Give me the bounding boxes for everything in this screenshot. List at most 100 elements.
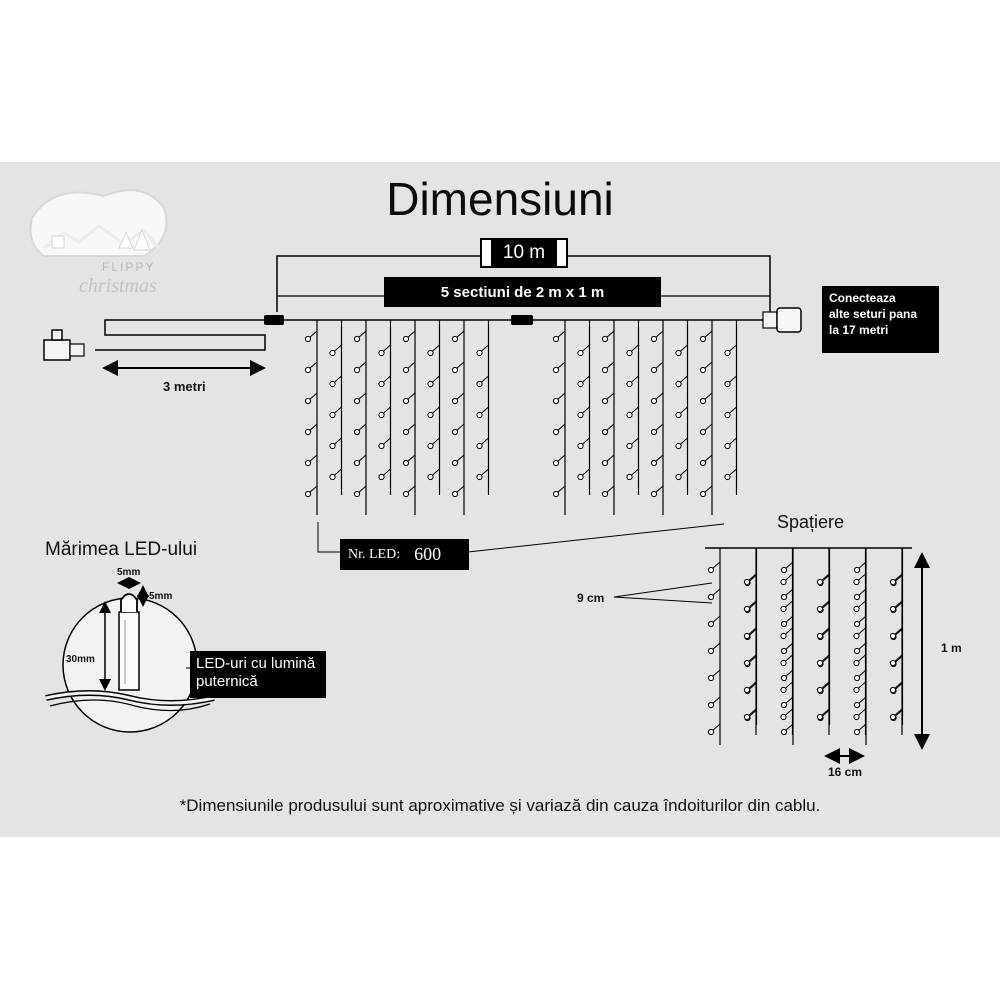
curtain-strand	[650, 320, 664, 515]
led-bulb	[451, 490, 459, 498]
led-bulb	[816, 578, 824, 586]
led-bulb	[699, 459, 707, 467]
led-bulb	[780, 674, 788, 682]
led-bulb	[707, 647, 715, 655]
led-height-label: 30mm	[66, 654, 95, 665]
curtain-strand	[476, 320, 490, 495]
led-bulb	[780, 728, 788, 736]
led-bulb	[451, 397, 459, 405]
vertical-spacing-pointer	[613, 582, 713, 604]
led-bulb	[707, 674, 715, 682]
led-bulb	[304, 366, 312, 374]
led-bulb	[451, 459, 459, 467]
led-bulb	[552, 428, 560, 436]
height-label: 1 m	[941, 641, 962, 655]
led-bulb	[743, 632, 751, 640]
led-bulb	[577, 411, 584, 419]
led-callout-line-1: LED-uri cu lumină	[196, 655, 316, 672]
led-bulb	[626, 411, 633, 419]
end-connector-icon	[762, 307, 802, 333]
led-bulb	[853, 632, 860, 640]
spacing-strand-offset	[853, 548, 867, 735]
led-bulb	[402, 335, 410, 343]
logo-scene-icon	[29, 189, 168, 257]
led-bulb	[816, 659, 824, 667]
curtain-strand	[552, 320, 566, 515]
led-bulb	[816, 686, 824, 694]
curtain-strand	[329, 320, 343, 495]
led-bulb	[476, 380, 483, 388]
led-bulb	[889, 605, 897, 613]
curtain-strand	[304, 320, 318, 515]
led-bulb	[304, 428, 312, 436]
led-count-label: Nr. LED:	[348, 546, 401, 562]
led-bulb	[378, 380, 385, 388]
led-bulb	[329, 442, 336, 450]
led-bulb	[707, 566, 715, 574]
led-bulb	[853, 593, 861, 601]
led-bulb	[699, 490, 707, 498]
led-bulb	[378, 442, 385, 450]
connector-left	[264, 315, 284, 325]
led-bulb	[853, 605, 860, 613]
led-bulb	[626, 442, 633, 450]
led-count-pointer	[317, 522, 725, 553]
curtain-strand	[577, 320, 591, 495]
led-bulb	[427, 411, 434, 419]
led-bulb	[476, 411, 483, 419]
page-title: Dimensiuni	[386, 173, 614, 225]
led-bulb	[601, 459, 609, 467]
spacing-strand-offset	[780, 548, 794, 735]
curtain-strand	[451, 320, 465, 515]
sections-label: 5 sectiuni de 2 m x 1 m	[384, 277, 661, 307]
led-bulb	[601, 397, 609, 405]
spacing-strand-offset	[816, 548, 830, 735]
led-bulb	[724, 380, 731, 388]
led-bulb	[853, 713, 860, 721]
led-bulb	[650, 459, 658, 467]
led-bulb	[402, 428, 410, 436]
led-bulb	[476, 349, 483, 357]
led-bulb	[699, 366, 707, 374]
power-plug-icon	[43, 329, 85, 361]
led-bulb	[675, 349, 682, 357]
led-bulb	[889, 632, 897, 640]
led-bulb	[451, 335, 459, 343]
led-bulb	[743, 713, 751, 721]
led-bulb	[402, 366, 410, 374]
led-bulb	[601, 366, 609, 374]
led-bulb	[780, 686, 787, 694]
logo-brand: FLIPPY	[102, 260, 156, 274]
led-bulb	[427, 442, 434, 450]
lead-length-label: 3 metri	[163, 379, 206, 394]
led-bulb	[853, 728, 861, 736]
led-bulb	[601, 490, 609, 498]
led-bulb	[675, 380, 682, 388]
led-bulb	[353, 490, 361, 498]
led-bulb	[743, 605, 751, 613]
led-bulb	[743, 686, 751, 694]
led-bulb	[378, 349, 385, 357]
led-bulb	[780, 593, 788, 601]
led-bulb	[780, 701, 788, 709]
led-bulb	[675, 411, 682, 419]
curtain-strand	[378, 320, 392, 495]
curtain-strand	[626, 320, 640, 495]
led-bulb	[353, 335, 361, 343]
led-bulb	[552, 397, 560, 405]
led-bulb	[707, 593, 715, 601]
led-bulb	[329, 411, 336, 419]
led-bulb	[329, 380, 336, 388]
connect-note-line-3: la 17 metri	[829, 323, 889, 337]
led-strands	[304, 320, 904, 745]
led-bulb	[743, 659, 751, 667]
led-bulb	[816, 605, 824, 613]
led-bulb	[451, 428, 459, 436]
led-count-value: 600	[414, 544, 442, 564]
led-bulb	[427, 473, 434, 481]
led-count-box: Nr. LED: 600	[340, 539, 469, 570]
spacing-strand-offset	[889, 548, 903, 735]
led-bulb	[780, 647, 788, 655]
led-bulb	[451, 366, 459, 374]
